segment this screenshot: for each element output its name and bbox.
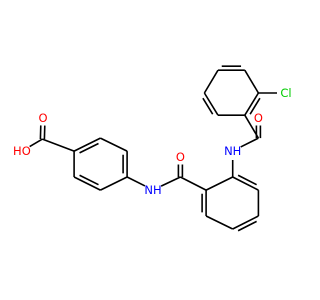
single-bond xyxy=(244,69,260,94)
atom-label-o: O xyxy=(38,111,47,125)
single-bond xyxy=(29,138,43,148)
bond-layer xyxy=(29,65,277,232)
atom-label-o: O xyxy=(254,111,263,125)
double-bond-outer xyxy=(244,92,260,116)
double-bond-outer xyxy=(203,92,219,116)
double-bond-inner xyxy=(237,220,257,232)
double-bond-inner xyxy=(79,142,99,154)
double-bond-inner xyxy=(79,174,99,186)
atom-label-n: NH xyxy=(224,144,241,158)
double-bond-outer xyxy=(73,176,101,191)
single-bond xyxy=(203,69,219,94)
single-bond xyxy=(160,176,181,187)
single-bond xyxy=(100,137,128,152)
single-bond xyxy=(205,215,234,230)
double-bond-inner xyxy=(237,174,257,186)
atom-label-layer: HO O NH O NH O Cl xyxy=(13,86,292,197)
single-bond xyxy=(126,176,146,187)
atom-label-o: HO xyxy=(13,144,31,158)
single-bond xyxy=(180,176,207,191)
single-bond xyxy=(100,176,128,191)
double-bond-outer xyxy=(73,137,101,152)
double-bond-inner xyxy=(202,97,214,115)
double-bond-inner xyxy=(249,97,261,115)
molecule-structure: HO O NH O NH O Cl xyxy=(13,65,292,232)
double-bond-outer xyxy=(232,176,259,191)
atom-label-cl: Cl xyxy=(280,86,291,100)
single-bond xyxy=(205,176,234,191)
atom-label-n: NH xyxy=(144,183,161,197)
atom-label-o: O xyxy=(176,150,185,164)
double-bond-outer xyxy=(232,215,259,230)
single-bond xyxy=(240,137,259,148)
single-bond xyxy=(42,138,75,152)
single-bond xyxy=(244,114,260,139)
